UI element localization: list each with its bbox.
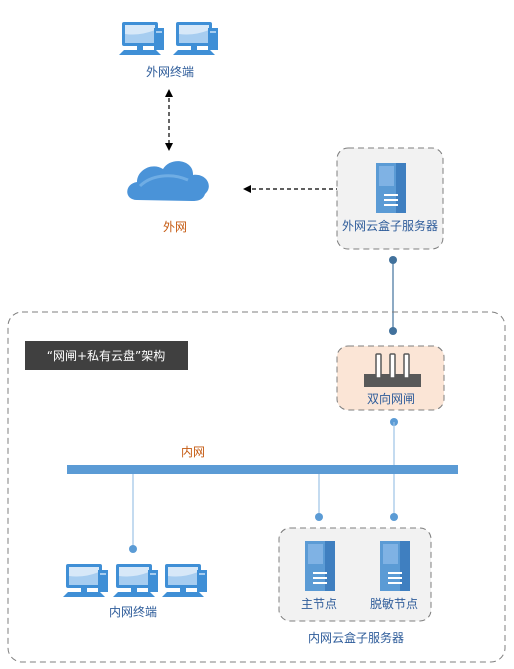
external-network-label: 外网 bbox=[163, 220, 187, 234]
internal-terminal-group: 内网终端 bbox=[63, 564, 207, 619]
server-icon bbox=[305, 541, 335, 591]
bus-master-link bbox=[315, 474, 323, 521]
external-network-group: 外网 bbox=[127, 161, 209, 234]
server-gateway-link bbox=[389, 256, 397, 335]
gateway-bus-link bbox=[390, 418, 398, 466]
external-server-label: 外网云盒子服务器 bbox=[342, 218, 438, 233]
internal-network-bus bbox=[67, 465, 458, 474]
computer-icon bbox=[173, 22, 218, 55]
internal-network-label: 内网 bbox=[181, 445, 205, 459]
external-terminal-group: 外网终端 bbox=[119, 22, 218, 79]
server-icon bbox=[376, 163, 406, 213]
internal-server-label: 内网云盒子服务器 bbox=[308, 630, 404, 645]
gateway-label: 双向网闸 bbox=[367, 391, 415, 406]
bus-desensitize-link bbox=[390, 474, 398, 521]
architecture-title-badge: “网闸+私有云盘”架构 bbox=[25, 341, 188, 370]
server-icon bbox=[380, 541, 410, 591]
internal-terminal-label: 内网终端 bbox=[109, 604, 157, 619]
master-node-label: 主节点 bbox=[301, 597, 337, 611]
internal-network-group: 内网 bbox=[67, 445, 458, 474]
cloud-highlight bbox=[138, 174, 189, 188]
computer-icon bbox=[63, 564, 108, 597]
computer-icon bbox=[119, 22, 164, 55]
computer-icon bbox=[162, 564, 207, 597]
internal-server-group: 主节点 脱敏节点 内网云盒子服务器 bbox=[278, 527, 432, 645]
cloud-icon bbox=[127, 161, 209, 201]
architecture-container bbox=[7, 311, 506, 663]
computer-icon bbox=[113, 564, 158, 597]
gateway-group: 双向网闸 bbox=[336, 345, 445, 411]
architecture-title: “网闸+私有云盘”架构 bbox=[47, 348, 166, 363]
external-server-group: 外网云盒子服务器 bbox=[336, 147, 444, 250]
desensitize-node-label: 脱敏节点 bbox=[370, 596, 418, 611]
gateway-icon bbox=[364, 353, 421, 387]
external-terminal-label: 外网终端 bbox=[146, 64, 194, 79]
bus-terminal-link bbox=[129, 474, 137, 553]
